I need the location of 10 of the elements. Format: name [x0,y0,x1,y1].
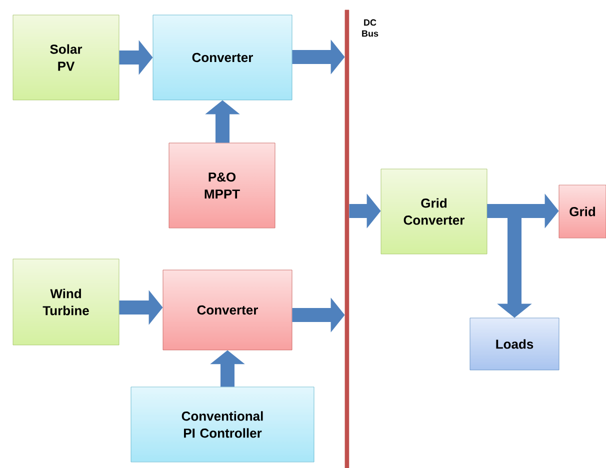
bus-label: DC Bus [362,19,378,37]
source-box: Solar PV [12,14,120,100]
controller-box: Converter [152,14,292,100]
converter-box: Grid [558,184,606,238]
controller-box: Conventional PI Controller [130,386,314,462]
converter-box: Converter [162,270,292,350]
source-box: Wind Turbine [12,258,120,346]
load-box: Loads [470,318,560,370]
converter-box: P&O MPPT [168,142,276,228]
source-box: Grid Converter [380,168,488,254]
